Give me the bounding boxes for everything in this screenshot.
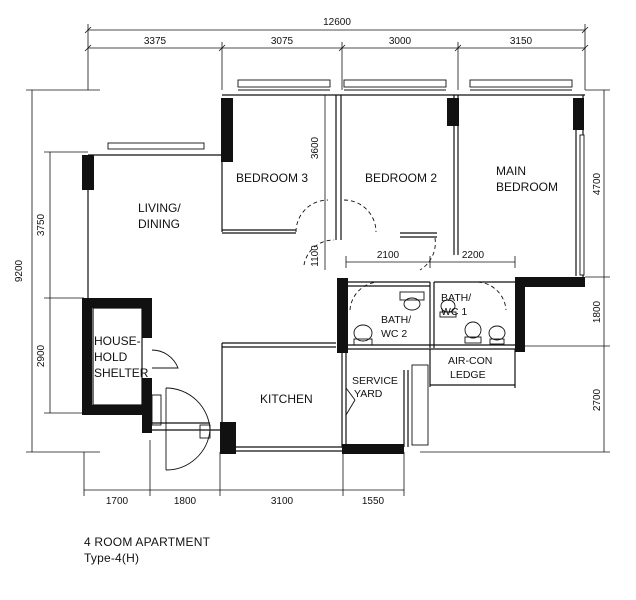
dim-bottom-1: 1700: [106, 496, 129, 507]
sanitary-fixtures: [353, 291, 506, 346]
dim-right-1: 4700: [592, 172, 603, 195]
dim-right-3: 2700: [592, 388, 603, 411]
label-service-yard-1: SERVICE: [352, 375, 398, 387]
dim-left-total: 9200: [14, 259, 25, 282]
label-bath2-2: WC 2: [381, 328, 407, 340]
room-labels: BEDROOM 3 BEDROOM 2 MAIN BEDROOM LIVING/…: [94, 164, 558, 406]
dim-top-3: 3000: [389, 36, 412, 47]
label-living-2: DINING: [138, 217, 180, 231]
label-service-yard-2: YARD: [354, 388, 383, 400]
label-shelter-2: HOLD: [94, 350, 128, 364]
dim-bath1: 2200: [462, 250, 485, 261]
label-bath2-1: BATH/: [381, 314, 411, 326]
dim-left-2: 2900: [36, 344, 47, 367]
caption-title: 4 ROOM APARTMENT: [84, 535, 211, 549]
windows: [107, 79, 585, 446]
dim-top-1: 3375: [144, 36, 167, 47]
label-bedroom2: BEDROOM 2: [365, 171, 437, 185]
label-kitchen: KITCHEN: [260, 392, 313, 406]
dimension-lines: [26, 24, 610, 496]
label-bedroom3: BEDROOM 3: [236, 171, 308, 185]
dim-top-2: 3075: [271, 36, 294, 47]
label-bath1-1: BATH/: [441, 292, 471, 304]
dim-bottom-4: 1550: [362, 496, 385, 507]
dim-bath2: 2100: [377, 250, 400, 261]
label-bath1-2: WC 1: [441, 306, 467, 318]
walls: [82, 98, 585, 454]
thin-walls: [87, 94, 585, 452]
dim-bottom-2: 1800: [174, 496, 197, 507]
dim-top-total: 12600: [323, 17, 351, 28]
label-aircon-1: AIR-CON: [448, 355, 492, 367]
dim-right-2: 1800: [592, 300, 603, 323]
label-living-1: LIVING/: [138, 201, 181, 215]
dim-left-1: 3750: [36, 213, 47, 236]
dim-top-4: 3150: [510, 36, 533, 47]
dim-corridor: 1100: [310, 245, 321, 267]
dim-bedroom3-depth: 3600: [310, 136, 321, 159]
dimension-labels: 12600 3375 3075 3000 3150 1700 1800 3100…: [14, 17, 603, 507]
solid-doors: [151, 349, 356, 471]
dim-bottom-3: 3100: [271, 496, 294, 507]
doors: [221, 199, 507, 360]
label-main-bedroom-1: MAIN: [496, 164, 526, 178]
label-shelter-3: SHELTER: [94, 366, 149, 380]
label-aircon-2: LEDGE: [450, 369, 486, 381]
label-shelter-1: HOUSE-: [94, 334, 141, 348]
caption-type: Type-4(H): [84, 551, 140, 565]
label-main-bedroom-2: BEDROOM: [496, 180, 558, 194]
